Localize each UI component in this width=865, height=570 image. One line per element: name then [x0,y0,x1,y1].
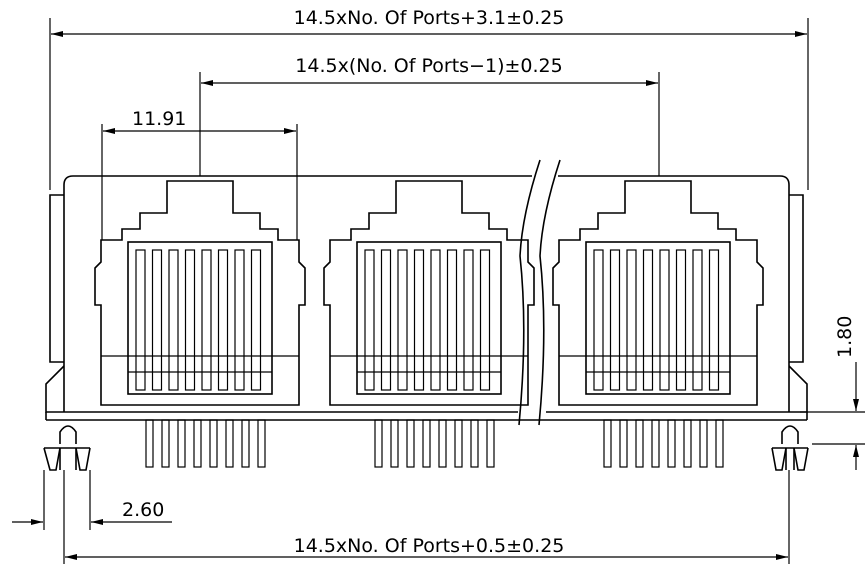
right-peg-latch-b [793,447,809,471]
port-opening-outline [323,180,535,406]
contact-slot [184,249,196,391]
rj45-port-2 [323,180,535,468]
contact-slot [168,249,179,391]
contact-slot [708,249,720,391]
contact-slot [609,249,621,391]
solder-pin [193,419,202,468]
right-lower-flange [788,365,808,413]
solder-pin [603,419,612,468]
peg-height-label: 1.80 [834,316,856,358]
contact-slot [250,249,262,391]
solder-pin [454,419,463,468]
solder-pin [486,419,495,468]
contact-slot [413,249,425,391]
left-shield-tab [49,194,64,363]
dim-port-opening: 11.91 [101,108,298,240]
contact-slot [593,249,604,391]
solder-pin [635,419,644,468]
base-width-label: 14.5xNo. Of Ports+0.5±0.25 [294,535,565,557]
solder-pin [177,419,186,468]
contact-slot [234,249,245,391]
solder-pin [667,419,676,468]
solder-pin [241,419,250,468]
port-cavity [356,241,502,395]
dim-peg-height: 1.80 [800,316,865,470]
contact-slot [201,249,212,391]
solder-pin [161,419,170,468]
break-line-left [518,159,541,426]
contact-slot [642,249,654,391]
solder-pin [257,419,266,468]
port-cavity [127,241,273,395]
overall-width-label: 14.5xNo. Of Ports+3.1±0.25 [294,7,565,29]
port-opening-outline [94,180,306,406]
contact-slot [659,249,670,391]
contact-slot [397,249,408,391]
break-line-right [538,159,561,426]
dim-overall-width: 14.5xNo. Of Ports+3.1±0.25 [49,7,809,190]
dim-pitch-span: 14.5x(No. Of Ports−1)±0.25 [199,55,660,176]
break-lines [518,159,561,426]
solder-pin [406,419,415,468]
solder-pin [225,419,234,468]
ports-group [94,180,764,468]
solder-pin [209,419,218,468]
right-shield-tab [789,194,804,363]
port-opening-label: 11.91 [132,108,186,130]
left-peg-head [59,425,77,444]
left-lower-flange [45,365,65,413]
housing [45,175,808,421]
solder-pin [470,419,479,468]
peg-offset-label: 2.60 [122,499,164,521]
solder-pin [438,419,447,468]
contact-slot [626,249,637,391]
solder-pin [683,419,692,468]
contact-slot [692,249,703,391]
dim-base-width: 14.5xNo. Of Ports+0.5±0.25 [63,470,790,564]
rj45-port-3 [552,180,764,468]
contact-slot [364,249,375,391]
contact-slot [463,249,474,391]
contact-slot [217,249,229,391]
contact-slot [446,249,458,391]
solder-pin [619,419,628,468]
solder-pin [715,419,724,468]
contact-slot [430,249,441,391]
housing-right-outline [558,175,790,412]
contact-slot [380,249,392,391]
dim-peg-offset: 2.60 [12,470,172,530]
contact-slot [135,249,146,391]
contact-slot [675,249,687,391]
port-opening-outline [552,180,764,406]
solder-pin [651,419,660,468]
contact-slot [479,249,491,391]
pitch-span-label: 14.5x(No. Of Ports−1)±0.25 [295,55,562,77]
port-cavity [585,241,731,395]
solder-pin [390,419,399,468]
left-peg-latch-a [43,447,61,471]
solder-pin [145,419,154,468]
right-peg-latch-a [771,447,787,471]
solder-pin [374,419,383,468]
contact-slot [151,249,163,391]
solder-pin [422,419,431,468]
mounting-pegs [43,425,809,471]
housing-left-outline [63,175,532,412]
left-peg-latch-b [75,447,91,471]
solder-pin [699,419,708,468]
right-peg-head [781,425,799,444]
rj45-port-1 [94,180,306,468]
